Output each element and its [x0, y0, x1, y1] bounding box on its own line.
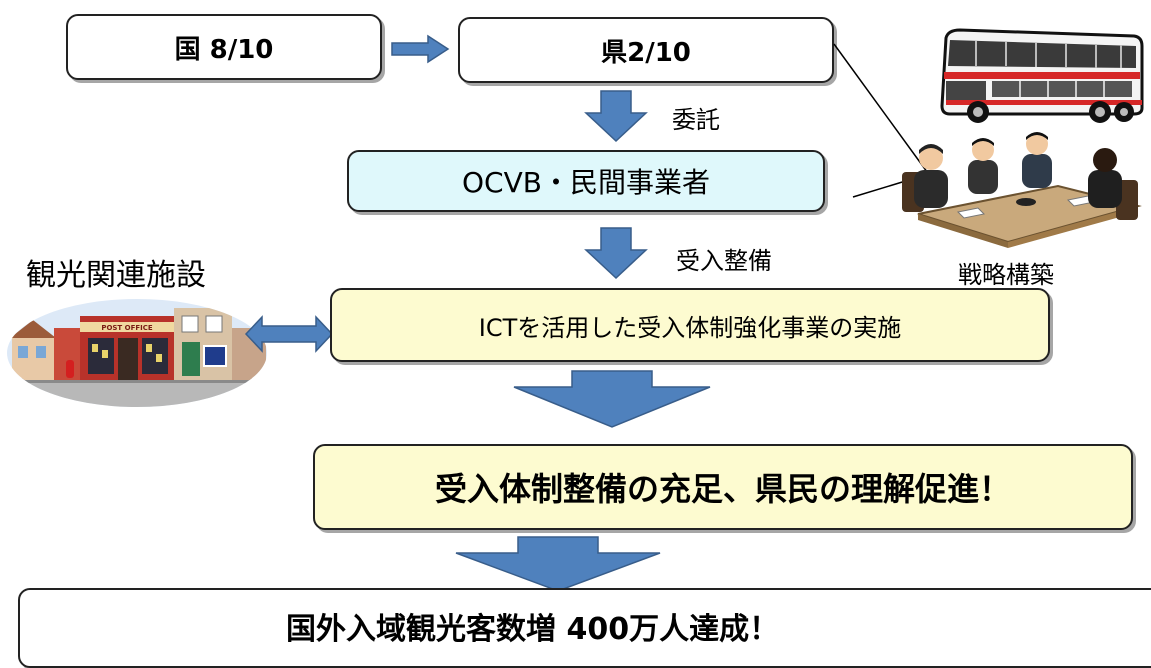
- national-ratio-box: 国 8/10: [66, 14, 382, 80]
- large-down-arrow-icon-1: [513, 370, 711, 428]
- ocvb-label: OCVB・民間事業者: [462, 166, 710, 199]
- double-arrow-icon: [244, 315, 334, 353]
- commission-label: 委託: [672, 106, 720, 134]
- goal-label: 国外入域観光客数増 400万人達成！: [286, 612, 780, 647]
- result-label: 受入体制整備の充足、県民の理解促進！: [434, 470, 1011, 508]
- prefecture-ratio-box: 県2/10: [458, 17, 834, 83]
- goal-box: 国外入域観光客数増 400万人達成！: [18, 588, 1151, 668]
- result-box: 受入体制整備の充足、県民の理解促進！: [313, 444, 1133, 530]
- down-arrow-icon-1: [584, 90, 648, 143]
- down-arrow-icon-2: [584, 227, 648, 280]
- right-arrow-icon: [391, 34, 450, 64]
- storefront-illustration: POST OFFICE: [7, 299, 267, 407]
- post-office-sign: POST OFFICE: [101, 324, 153, 332]
- ict-initiative-box: ICTを活用した受入体制強化事業の実施: [330, 288, 1050, 362]
- ict-initiative-label: ICTを活用した受入体制強化事業の実施: [478, 313, 902, 342]
- strategy-label: 戦略構築: [958, 261, 1054, 289]
- ocvb-box: OCVB・民間事業者: [347, 150, 825, 212]
- bus-illustration: [940, 28, 1144, 123]
- meeting-illustration: [902, 132, 1142, 248]
- prefecture-ratio-label: 県2/10: [601, 37, 691, 68]
- national-ratio-label: 国 8/10: [174, 34, 274, 65]
- facilities-label: 観光関連施設: [26, 258, 206, 293]
- large-down-arrow-icon-2: [455, 536, 661, 592]
- reception-label: 受入整備: [676, 247, 772, 275]
